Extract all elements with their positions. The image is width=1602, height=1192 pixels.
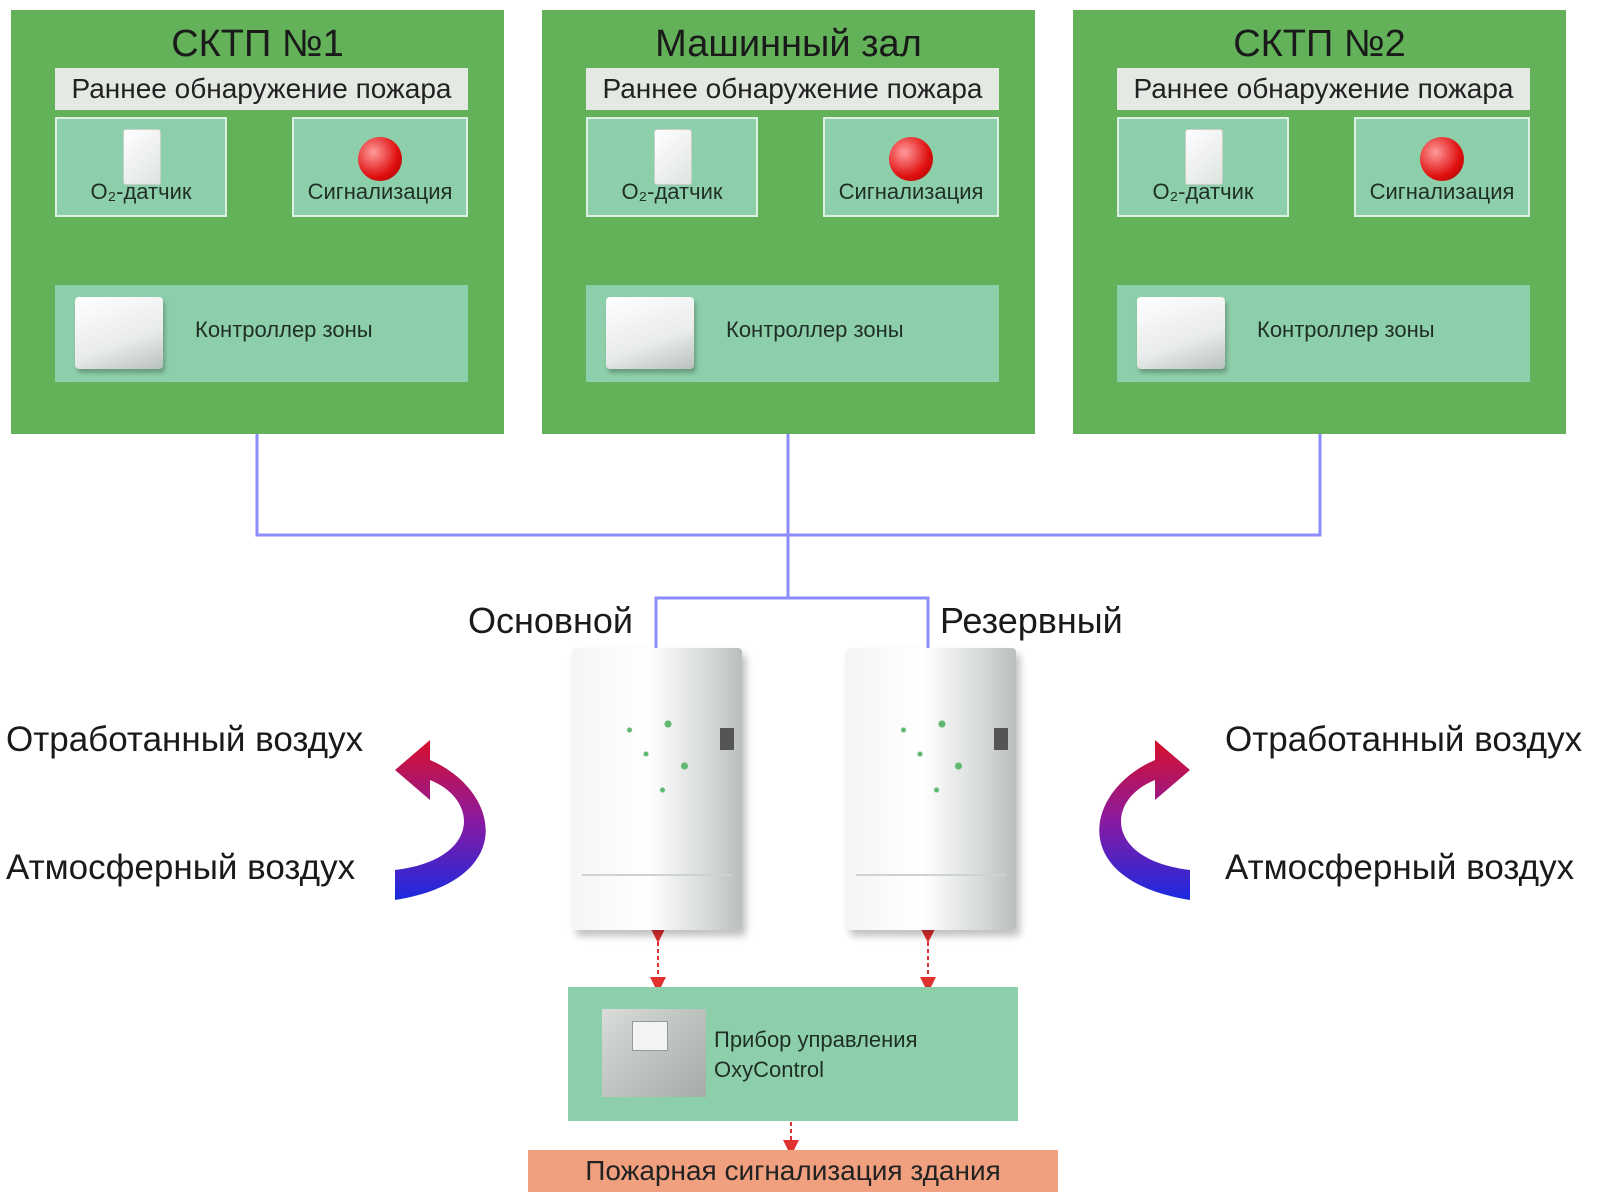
alarm-box: Сигнализация <box>823 117 999 217</box>
building-fire-alarm-bar: Пожарная сигнализация здания <box>528 1150 1058 1192</box>
siren-icon <box>889 137 933 181</box>
oxycontrol-panel: Прибор управления OxyControl <box>568 987 1018 1121</box>
zone-controller-box: Контроллер зоны <box>586 285 999 382</box>
zone-sktp-2: СКТП №2 Раннее обнаружение пожара O₂-дат… <box>1073 10 1566 434</box>
zone-controller-label: Контроллер зоны <box>195 317 373 342</box>
right-intake-air-label: Атмосферный воздух <box>1225 848 1575 887</box>
zone-controller-icon <box>75 297 163 369</box>
unit-base <box>856 874 1006 916</box>
right-exhaust-air-label: Отработанный воздух <box>1225 720 1583 759</box>
air-flow-arrow-icon-right <box>1099 740 1190 900</box>
control-panel-screen <box>632 1021 668 1051</box>
alarm-box: Сигнализация <box>1354 117 1530 217</box>
zone-controller-icon <box>1137 297 1225 369</box>
unit-display <box>720 728 734 750</box>
alarm-label: Сигнализация <box>1369 179 1515 204</box>
reserve-generator-unit <box>846 648 1016 930</box>
main-generator-unit <box>572 648 742 930</box>
main-unit-label: Основной <box>468 600 634 641</box>
zone-title: СКТП №2 <box>1233 23 1406 65</box>
oxygen-sensor-label: O₂-датчик <box>90 179 192 204</box>
oxygen-sensor-label: O₂-датчик <box>621 179 723 204</box>
oxygen-sensor-box: O₂-датчик <box>55 117 227 217</box>
left-exhaust-air-label: Отработанный воздух <box>6 720 364 759</box>
zone-title: Машинный зал <box>655 23 922 65</box>
generator-unit-icon <box>876 688 986 808</box>
zone-controller-label: Контроллер зоны <box>1257 317 1435 342</box>
oxygen-sensor-icon <box>123 129 161 185</box>
oxygen-sensor-box: O₂-датчик <box>1117 117 1289 217</box>
left-intake-air-label: Атмосферный воздух <box>6 848 356 887</box>
zone-subtitle: Раннее обнаружение пожара <box>586 68 999 110</box>
zone-controller-icon <box>606 297 694 369</box>
oxygen-sensor-label: O₂-датчик <box>1152 179 1254 204</box>
oxygen-sensor-icon <box>654 129 692 185</box>
alarm-label: Сигнализация <box>307 179 453 204</box>
siren-icon <box>1420 137 1464 181</box>
unit-base <box>582 874 732 916</box>
control-panel-label: Прибор управления OxyControl <box>714 1025 918 1085</box>
zone-machine-hall: Машинный зал Раннее обнаружение пожара O… <box>542 10 1035 434</box>
zone-controller-label: Контроллер зоны <box>726 317 904 342</box>
siren-icon <box>358 137 402 181</box>
zone-title: СКТП №1 <box>171 23 344 65</box>
oxygen-sensor-box: O₂-датчик <box>586 117 758 217</box>
zone-subtitle: Раннее обнаружение пожара <box>1117 68 1530 110</box>
unit-display <box>994 728 1008 750</box>
zone-subtitle: Раннее обнаружение пожара <box>55 68 468 110</box>
zone-controller-box: Контроллер зоны <box>55 285 468 382</box>
control-panel-line1: Прибор управления <box>714 1027 918 1052</box>
generator-unit-icon <box>602 688 712 808</box>
zone-controller-box: Контроллер зоны <box>1117 285 1530 382</box>
oxygen-sensor-icon <box>1185 129 1223 185</box>
zone-sktp-1: СКТП №1 Раннее обнаружение пожара O₂-дат… <box>11 10 504 434</box>
alarm-label: Сигнализация <box>838 179 984 204</box>
reserve-unit-label: Резервный <box>940 600 1123 641</box>
unit-panel-links <box>650 927 936 1156</box>
alarm-box: Сигнализация <box>292 117 468 217</box>
control-panel-icon <box>602 1009 706 1097</box>
control-panel-line2: OxyControl <box>714 1057 825 1082</box>
air-flow-arrow-icon-left <box>395 740 486 900</box>
